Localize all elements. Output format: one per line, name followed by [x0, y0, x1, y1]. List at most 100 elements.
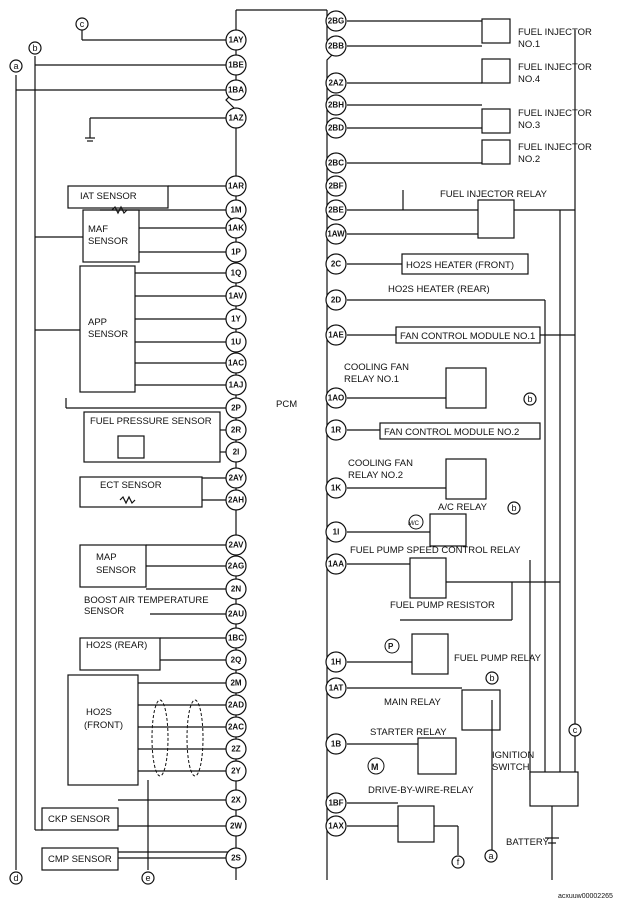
pin-circle [325, 10, 347, 32]
right-pin-1ao: 1AO [325, 387, 347, 409]
pin-circle [325, 651, 347, 673]
pin-label: 2BD [328, 124, 344, 133]
pin-label: 2Y [231, 767, 241, 776]
pin-label: 2D [331, 296, 341, 305]
right-pin-2be: 2BE [325, 199, 347, 221]
pin-label: 1AT [329, 684, 344, 693]
injector-4-label-b: NO.4 [518, 74, 540, 85]
iat-maf-sensor: IAT SENSOR MAF SENSOR [67, 185, 236, 263]
pin-label: 1Y [231, 315, 241, 324]
pin-label: 1BC [228, 634, 244, 643]
connector-b: b [507, 501, 521, 515]
battery-label: BATTERY [506, 837, 550, 848]
boost-label-1: BOOST AIR TEMPERATURE [84, 595, 209, 606]
pin-label: 1AW [327, 230, 345, 239]
pin-circle [325, 94, 347, 116]
cmp-label: CMP SENSOR [48, 854, 112, 865]
left-pin-2s: 2S [225, 847, 247, 869]
pin-label: 2R [231, 426, 241, 435]
svg-text:b: b [32, 43, 37, 53]
left-pin-1az: 1AZ [225, 107, 247, 129]
right-pin-2bb: 2BB [325, 35, 347, 57]
svg-text:b: b [527, 394, 532, 404]
right-pin-1k: 1K [325, 477, 347, 499]
left-pin-2ay: 2AY [225, 467, 247, 489]
fuel-pump-relay-label: FUEL PUMP RELAY [454, 653, 542, 664]
pin-label: 2AU [228, 610, 244, 619]
left-pin-1ay: 1AY [225, 29, 247, 51]
pin-label: 2AZ [328, 79, 343, 88]
right-pin-2bh: 2BH [325, 94, 347, 116]
pin-label: 2BC [328, 159, 344, 168]
ect-label: ECT SENSOR [100, 480, 162, 491]
fan-control-1-label: FAN CONTROL MODULE NO.1 [400, 331, 535, 342]
right-pin-column: 2BG2BB2AZ2BH2BD2BC2BF2BE1AW2C2D1AE1AO1R1… [325, 10, 347, 837]
left-pin-1ba: 1BA [225, 79, 247, 101]
svg-text:c: c [80, 19, 85, 29]
map-label-1: MAP [96, 552, 117, 563]
connector-d: d [9, 871, 23, 885]
left-pin-1y: 1Y [225, 308, 247, 330]
left-pin-2av: 2AV [225, 534, 247, 556]
pin-circle [225, 419, 247, 441]
map-boost-sensor: MAP SENSOR BOOST AIR TEMPERATURE SENSOR [79, 544, 236, 617]
pin-label: 1I [333, 528, 340, 537]
pin-label: 1P [231, 248, 241, 257]
left-pin-1bc: 1BC [225, 627, 247, 649]
pin-label: 1BA [228, 86, 244, 95]
pin-circle [225, 760, 247, 782]
pin-label: 1K [331, 484, 341, 493]
ho2s-heater-rear-label: HO2S HEATER (REAR) [388, 284, 490, 295]
pin-label: 1AO [328, 394, 344, 403]
pin-circle [225, 627, 247, 649]
ckp-cmp-sensors: CKP SENSOR CMP SENSOR [35, 780, 236, 871]
pin-circle [225, 649, 247, 671]
pin-circle [225, 694, 247, 716]
figure-code: acxuuw00002265 [558, 893, 613, 900]
pin-label: 2I [233, 448, 240, 457]
left-pin-2z: 2Z [225, 738, 247, 760]
svg-text:a: a [488, 851, 493, 861]
map-label-2: SENSOR [96, 565, 136, 576]
connector-c: c [75, 17, 89, 31]
pin-label: 2S [231, 854, 241, 863]
cooling-fan-relay-1-label-b: RELAY NO.1 [344, 374, 399, 385]
right-pin-1i: 1I [325, 521, 347, 543]
svg-text:c: c [573, 725, 578, 735]
pin-circle [325, 419, 347, 441]
ignition-label-1: IGNITION [492, 750, 534, 761]
pin-circle [225, 467, 247, 489]
left-rails [15, 30, 236, 870]
left-pin-2m: 2M [225, 672, 247, 694]
left-pin-1q: 1Q [225, 262, 247, 284]
pin-circle [325, 152, 347, 174]
right-pin-1ax: 1AX [325, 815, 347, 837]
pin-circle [225, 815, 247, 837]
pin-label: 2Z [231, 745, 240, 754]
left-pin-2ad: 2AD [225, 694, 247, 716]
svg-text:a: a [13, 61, 18, 71]
pin-label: 2M [230, 679, 241, 688]
pin-label: 1Q [231, 269, 242, 278]
left-pin-1ak: 1AK [225, 217, 247, 239]
left-pin-2p: 2P [225, 397, 247, 419]
right-pin-2c: 2C [325, 253, 347, 275]
pin-circle [225, 175, 247, 197]
pin-circle [325, 253, 347, 275]
left-pin-1u: 1U [225, 331, 247, 353]
pin-label: 1AE [328, 331, 344, 340]
pin-circle [325, 289, 347, 311]
pin-circle [225, 789, 247, 811]
pin-label: 2BB [328, 42, 344, 51]
pin-circle [325, 677, 347, 699]
left-pin-2i: 2I [225, 441, 247, 463]
injector-1-label-b: NO.1 [518, 39, 540, 50]
left-pin-1av: 1AV [225, 285, 247, 307]
connector-b: b [523, 392, 537, 406]
ckp-label: CKP SENSOR [48, 814, 110, 825]
pin-label: 2P [231, 404, 241, 413]
right-pin-2az: 2AZ [325, 72, 347, 94]
pin-circle [325, 387, 347, 409]
